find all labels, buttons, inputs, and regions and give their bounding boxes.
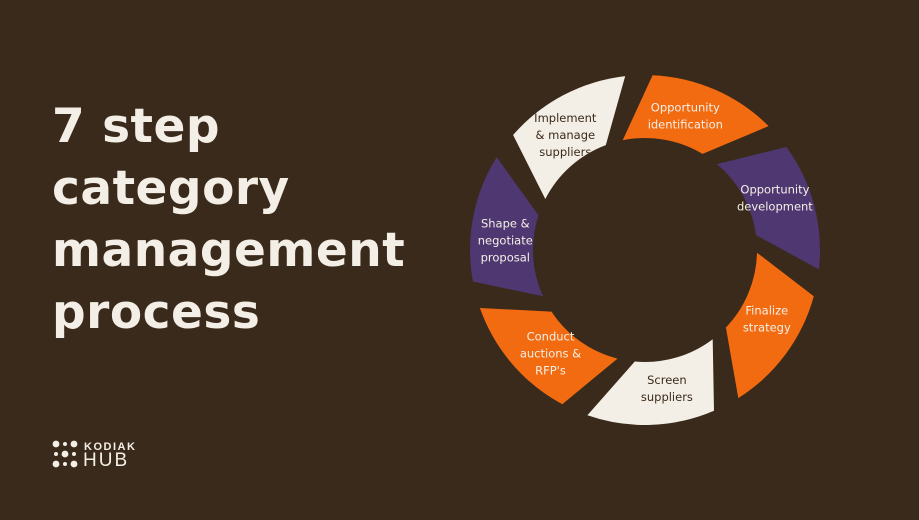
cycle-step-label-line: suppliers — [641, 390, 693, 404]
cycle-step-label: Opportunity identification — [648, 100, 723, 131]
cycle-step-label: Shape & negotiate proposal — [478, 217, 533, 265]
cycle-step-label-line: Opportunity — [740, 182, 809, 196]
cycle-step-label: Finalize strategy — [743, 304, 791, 335]
page-title: 7 step category management process — [52, 96, 405, 344]
cycle-step-label-line: Conduct — [527, 329, 575, 343]
title-line: management — [52, 223, 406, 278]
cycle-segment — [622, 75, 769, 154]
brand-name-bottom: HUB — [83, 450, 130, 471]
cycle-step-label: Implement & manage suppliers — [534, 111, 597, 159]
cycle-segment — [479, 308, 618, 405]
cycle-step-label-line: negotiate — [478, 234, 533, 248]
cycle-step-label-line: Screen — [647, 373, 687, 387]
cycle-segment — [470, 157, 543, 297]
cycle-step-label-line: development — [737, 199, 813, 213]
title-line: category — [52, 161, 290, 216]
title-line: 7 step — [52, 99, 221, 154]
cycle-step-label-line: proposal — [481, 251, 530, 265]
cycle-step-label-line: & manage — [536, 128, 596, 142]
brand-name-top: KODIAK — [84, 441, 137, 453]
cycle-segment — [725, 252, 814, 399]
kodiak-logo-icon — [52, 440, 78, 468]
cycle-segment — [716, 147, 820, 270]
cycle-step-label-line: strategy — [743, 321, 791, 335]
cycle-step-label-line: auctions & — [520, 346, 581, 360]
cycle-step-label-line: Implement — [534, 111, 597, 125]
cycle-segment — [513, 76, 626, 199]
cycle-segment — [587, 339, 714, 426]
cycle-step-label-line: Opportunity — [651, 100, 720, 114]
kodiak-hub-logo: KODIAK HUB — [52, 440, 135, 471]
cycle-step-label-line: Shape & — [481, 217, 530, 231]
cycle-step-label-line: identification — [648, 117, 723, 131]
cycle-step-label: Screen suppliers — [641, 373, 693, 404]
cycle-step-label-line: Finalize — [745, 304, 788, 318]
cycle-step-label: Conduct auctions & RFP's — [520, 329, 581, 377]
cycle-step-label-line: suppliers — [539, 145, 591, 159]
cycle-step-label-line: RFP's — [535, 363, 566, 377]
cycle-step-label: Opportunity development — [737, 182, 813, 213]
title-line: process — [52, 285, 261, 340]
